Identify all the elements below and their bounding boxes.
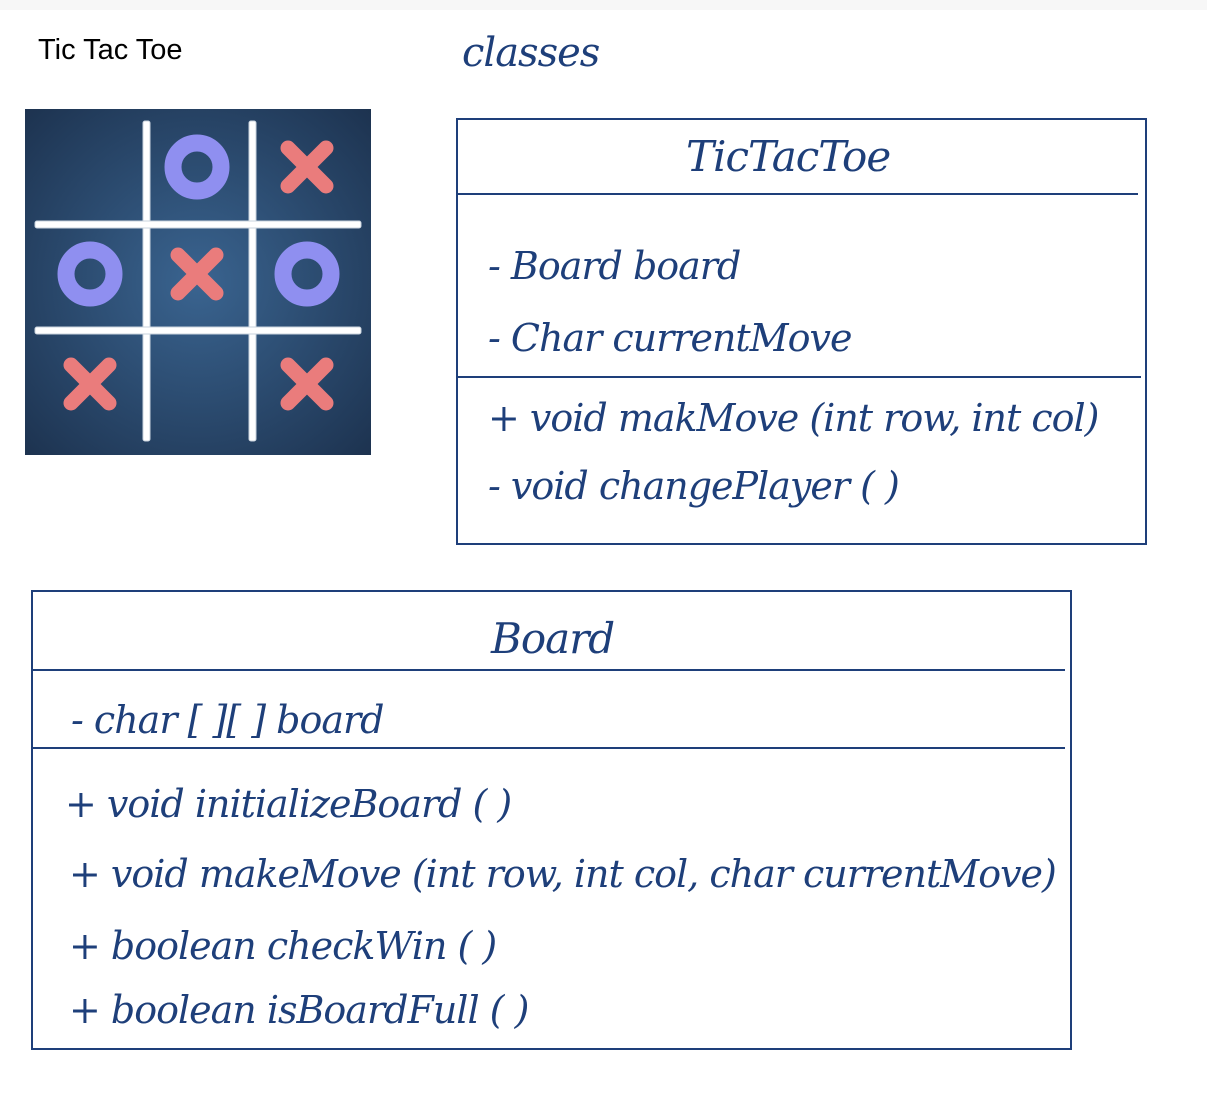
x-mark bbox=[170, 247, 224, 301]
tictactoe-board-icon bbox=[25, 109, 371, 455]
method: + void makeMove (int row, int col, char … bbox=[69, 852, 1057, 896]
x-mark bbox=[63, 357, 117, 411]
top-bar bbox=[0, 0, 1207, 10]
o-mark bbox=[164, 134, 230, 200]
divider bbox=[458, 193, 1138, 195]
method: + boolean checkWin ( ) bbox=[69, 924, 497, 968]
method: + void makMove (int row, int col) bbox=[488, 396, 1099, 440]
class-name: Board bbox=[491, 614, 615, 663]
attribute: - Char currentMove bbox=[488, 316, 852, 360]
attribute: - char [ ][ ] board bbox=[71, 698, 384, 742]
x-mark bbox=[280, 140, 334, 194]
board-grid bbox=[34, 120, 362, 442]
method: + void initializeBoard ( ) bbox=[65, 782, 512, 826]
page-title: Tic Tac Toe bbox=[38, 34, 183, 66]
method: + boolean isBoardFull ( ) bbox=[69, 988, 529, 1032]
classes-heading: classes bbox=[462, 30, 600, 76]
board-marks bbox=[57, 134, 340, 411]
divider bbox=[33, 747, 1065, 749]
class-board: Board - char [ ][ ] board + void initial… bbox=[31, 590, 1072, 1050]
o-mark bbox=[274, 241, 340, 307]
x-mark bbox=[280, 357, 334, 411]
divider bbox=[33, 669, 1065, 671]
method: - void changePlayer ( ) bbox=[488, 464, 900, 508]
class-tictactoe: TicTacToe - Board board - Char currentMo… bbox=[456, 118, 1147, 545]
divider bbox=[458, 376, 1141, 378]
class-name: TicTacToe bbox=[686, 132, 891, 181]
attribute: - Board board bbox=[488, 244, 741, 288]
o-mark bbox=[57, 241, 123, 307]
